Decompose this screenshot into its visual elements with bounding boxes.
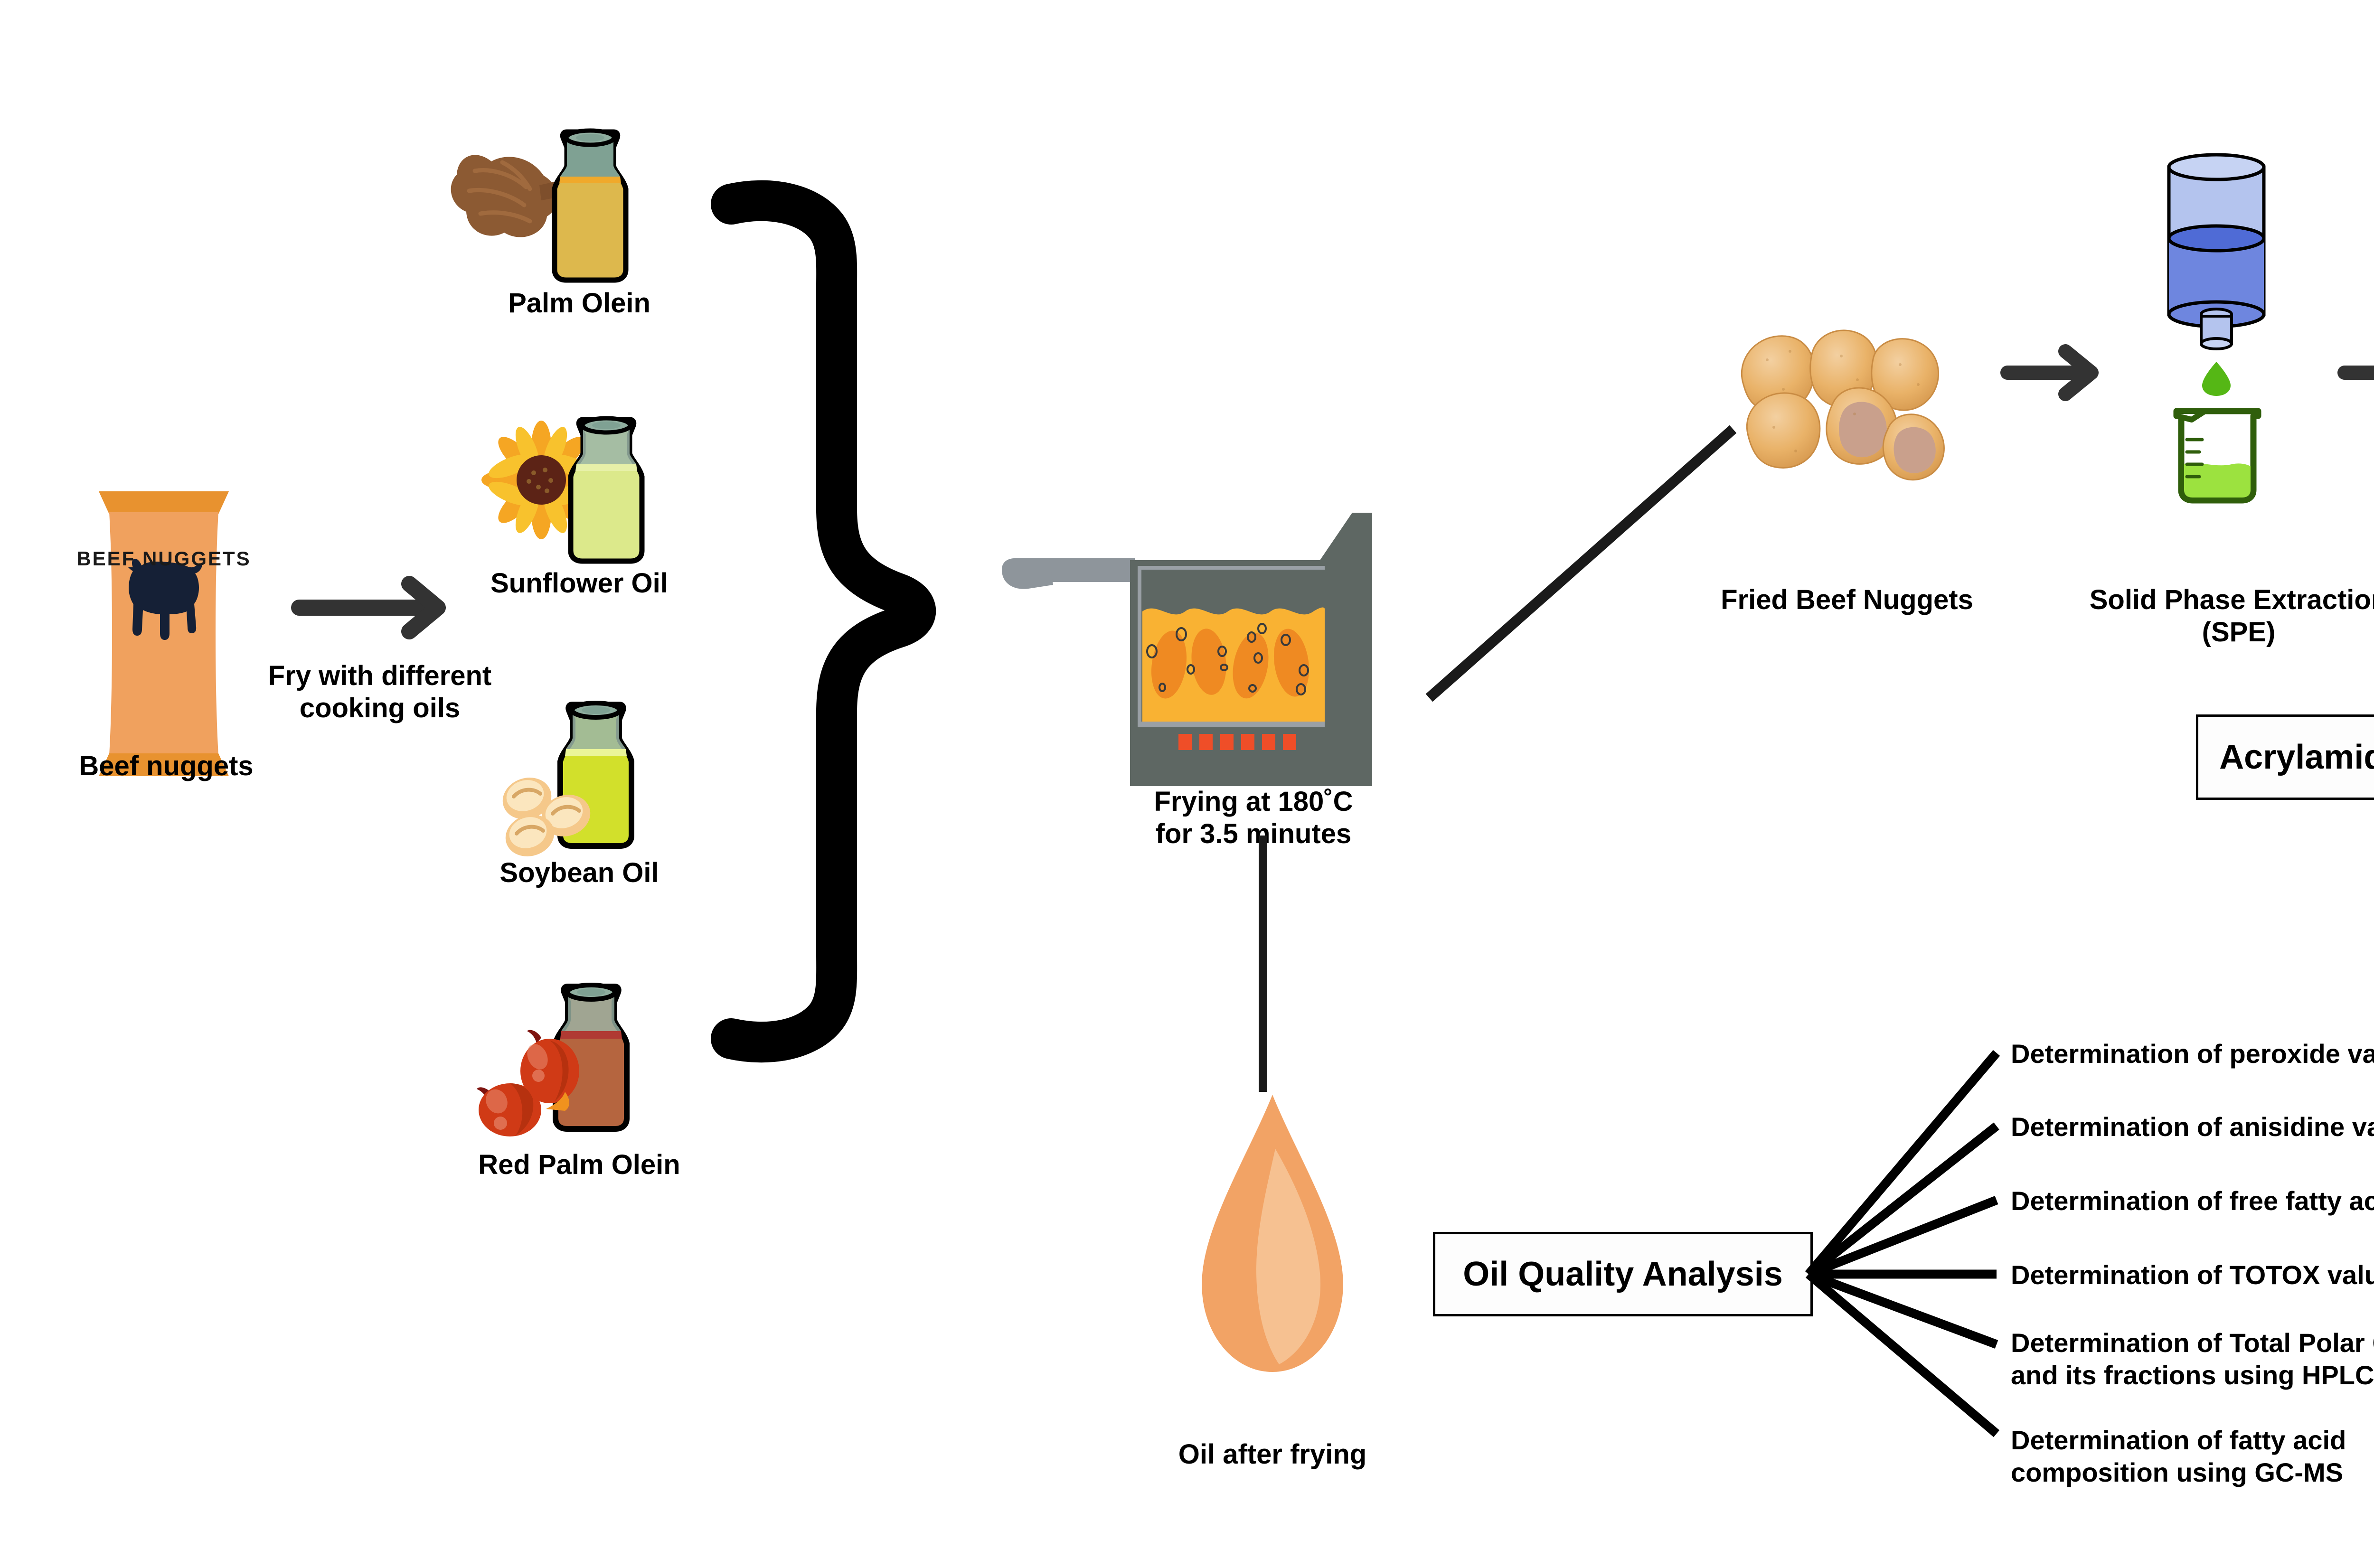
oil-label-red-palm-olein: Red Palm Olein	[478, 1149, 680, 1180]
determination-item-5: Determination of Total Polar Compound an…	[2011, 1328, 2374, 1390]
oil-label-soybean: Soybean Oil	[499, 857, 659, 888]
beef-nuggets-bag: BEEF NUGGETS	[76, 491, 252, 776]
nugget-cut-open	[1826, 387, 1945, 481]
spe-apparatus-image	[2146, 147, 2308, 541]
arrow-spe-to-gcms	[2336, 342, 2374, 404]
oil-quality-analysis-box[interactable]: Oil Quality Analysis	[1433, 1232, 1813, 1316]
oil-bottle-icon	[553, 983, 630, 1132]
acrylamide-analysis-box[interactable]: Acrylamide Analysis	[2196, 714, 2374, 800]
bag-label: BEEF NUGGETS	[76, 547, 251, 570]
connector-fryer-to-oil	[1253, 836, 1272, 1092]
fried-nuggets-caption: Fried Beef Nuggets	[1721, 584, 1973, 615]
oil-label-palm-olein: Palm Olein	[508, 288, 650, 319]
oil-quality-analysis-label: Oil Quality Analysis	[1463, 1255, 1783, 1293]
hot-oil	[1142, 607, 1325, 722]
bag-cow-icon	[128, 558, 202, 640]
determination-item-1: Determination of peroxide value	[2011, 1039, 2374, 1069]
fried-beef-nuggets-image	[1714, 309, 1980, 522]
palm-olein-image	[446, 119, 646, 290]
soybean-oil-image	[484, 693, 674, 864]
acrylamide-analysis-label: Acrylamide Analysis	[2219, 738, 2374, 776]
oil-drop-caption: Oil after frying	[1178, 1439, 1367, 1470]
arrow-nuggets-to-spe	[1999, 342, 2118, 404]
sunflower-oil-image	[465, 413, 665, 574]
fryer-caption: Frying at 180˚C for 3.5 minutes	[1154, 786, 1353, 850]
oils-grouping-brace	[698, 176, 945, 1111]
oil-after-frying-image	[1178, 1087, 1367, 1400]
determination-item-6: Determination of fatty acid composition …	[2011, 1425, 2346, 1488]
palm-fruit-icon	[451, 155, 567, 237]
soybean-icon	[502, 778, 591, 856]
oil-label-sunflower: Sunflower Oil	[490, 568, 668, 599]
beef-nuggets-caption: Beef nuggets	[79, 751, 254, 781]
spe-cartridge-icon	[2167, 153, 2266, 350]
determination-item-2: Determination of anisidine value	[2011, 1112, 2374, 1142]
red-palm-olein-image	[470, 959, 669, 1149]
oil-bottle-icon	[552, 128, 629, 283]
beaker-icon	[2173, 408, 2261, 504]
determination-item-3: Determination of free fatty acid	[2011, 1186, 2374, 1216]
red-palm-fruit-icon	[477, 1030, 579, 1136]
oil-bottle-icon	[568, 416, 645, 564]
connector-fryer-to-nuggets	[1420, 418, 1743, 707]
fry-step-arrow	[290, 574, 470, 641]
determination-item-4: Determination of TOTOX value	[2011, 1260, 2374, 1290]
spe-caption: Solid Phase Extraction (SPE)	[2089, 584, 2374, 648]
oil-analysis-fan-connectors	[1805, 1035, 2006, 1491]
droplet-icon	[2202, 362, 2231, 396]
fryer-handle-icon	[1002, 558, 1135, 589]
fry-step-label: Fry with different cooking oils	[268, 660, 492, 724]
deep-fryer-image	[992, 513, 1410, 786]
